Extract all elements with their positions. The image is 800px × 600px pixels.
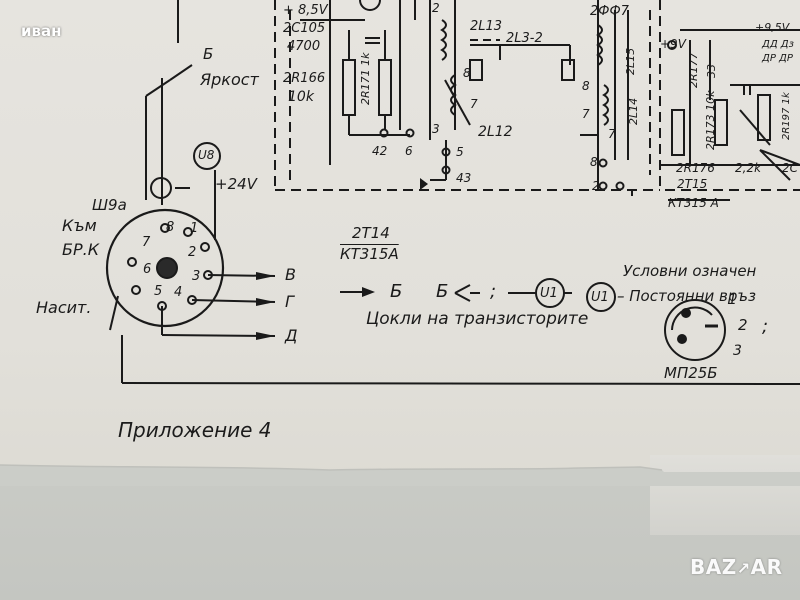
pin-2b: 2 (592, 179, 600, 193)
label-d20b: ДР ДР (762, 53, 793, 64)
label-2t15: 2T15 (677, 177, 708, 191)
label-24v: +24V (215, 175, 257, 193)
label-sh9a: Ш9а (92, 196, 127, 214)
label-2l14: 2L14 (627, 97, 640, 125)
label-2r177: 2R177 (687, 52, 700, 88)
connector-pin-8: 8 (166, 220, 175, 235)
pin-6: 6 (405, 144, 413, 158)
label-2l13: 2L13 (470, 19, 503, 34)
connector-pin-3: 3 (192, 269, 201, 284)
label-2r166: 2R166 (283, 71, 326, 86)
label-2l3-2: 2L3-2 (506, 31, 543, 46)
label-u1-b: U1 (591, 290, 609, 305)
pin-2: 2 (432, 1, 440, 15)
label-b-fork: Б (436, 281, 449, 302)
label-2c105: 2C105 (283, 21, 326, 36)
label-brk: БР.К (62, 240, 100, 259)
label-2l15: 2L15 (624, 47, 637, 75)
connector-pin-6: 6 (143, 262, 152, 277)
pin-7c: 7 (608, 127, 616, 141)
label-mp-pin-1: 1 (728, 292, 737, 308)
pin-5: 5 (456, 145, 464, 159)
label-semicolon2: ; (762, 316, 769, 337)
label-2r171: 2R171 1k (359, 52, 372, 105)
label-v85: + 8,5V (283, 3, 328, 18)
pin-7a: 7 (470, 97, 478, 111)
connector-pin-5: 5 (154, 284, 163, 299)
label-mp25b: МП25Б (664, 364, 718, 382)
label-arrow-b: Б (390, 281, 403, 302)
connector-pin-7: 7 (142, 235, 151, 250)
label-2-2k: 2,2k (735, 161, 762, 175)
appendix-title: Приложение 4 (118, 418, 272, 442)
label-2r176: 2R176 (676, 161, 715, 175)
label-d20: ДД Дз (762, 39, 794, 50)
label-2t14: 2T14 (352, 224, 390, 242)
label-semicolon: ; (490, 281, 497, 302)
connector-pin-4: 4 (174, 285, 183, 300)
pin-3: 3 (432, 122, 440, 136)
connector-pin-1: 1 (190, 221, 199, 236)
label-2ff7: 2ФФ7 (590, 4, 629, 19)
label-2l12: 2L12 (478, 124, 513, 140)
label-kam: Към (62, 216, 97, 235)
label-nasit: Насит. (36, 298, 92, 317)
pin-42: 42 (372, 144, 388, 158)
label-out-d: Д (285, 326, 298, 345)
label-legend-title: Условни означен (623, 262, 757, 280)
label-brightness: Яркост (200, 70, 259, 89)
label-10k: 10k (288, 89, 314, 105)
label-4700: 4700 (287, 39, 321, 54)
pin-43: 43 (456, 171, 472, 185)
pin-8a: 8 (463, 66, 471, 80)
label-cycles: Цокли на транзисторите (366, 309, 589, 329)
label-out-v: В (285, 265, 296, 284)
label-v95: +9,5V (755, 21, 790, 34)
label-out-g: Г (285, 292, 294, 311)
connector-pin-2: 2 (188, 245, 197, 260)
label-2c: 2C (782, 161, 799, 175)
label-mp-pin-3: 3 (733, 343, 742, 359)
label-kt315a-right: КТ315 А (668, 196, 719, 210)
label-u8: U8 (198, 148, 215, 162)
label-u1-a: U1 (540, 286, 558, 301)
label-kt315a: КТ315А (340, 245, 399, 263)
watermark-username: иван (21, 22, 62, 40)
bazar-logo: BAZ↗AR (690, 555, 783, 579)
label-2r197: 2R197 1k (781, 92, 792, 140)
label-2r173: 2R173 10k (704, 90, 717, 150)
pin-8c: 8 (590, 155, 598, 169)
pin-8b: 8 (582, 79, 590, 93)
label-legend-const: – Постоянни връз (617, 287, 756, 305)
paper-fold (650, 455, 800, 535)
label-v9: +9V (660, 37, 686, 51)
label-mp-pin-2: 2 (738, 316, 748, 334)
label-33: 33 (705, 64, 718, 78)
pin-7b: 7 (582, 107, 590, 121)
label-b: Б (203, 45, 214, 63)
